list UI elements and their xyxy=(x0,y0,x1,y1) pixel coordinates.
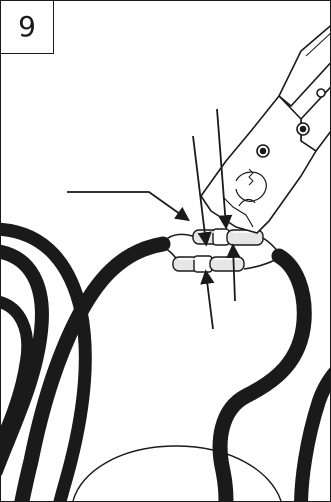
step-number-box: 9 xyxy=(1,1,54,54)
cable-left-coil-1 xyxy=(1,244,49,476)
connector-bottom xyxy=(172,255,245,273)
cable-left-coil-3 xyxy=(1,222,92,501)
pointer-arrow xyxy=(67,191,190,222)
arrow-up-2 xyxy=(226,243,241,302)
tool-head xyxy=(200,95,317,234)
cable-left-coil-2 xyxy=(1,296,34,455)
arrows xyxy=(67,108,241,330)
floor-ellipse xyxy=(72,445,282,501)
cable-right-tail xyxy=(294,367,330,501)
step-number: 9 xyxy=(18,10,36,43)
arrow-up-1 xyxy=(200,269,215,330)
cable-right-main xyxy=(212,248,312,501)
cable-left-main xyxy=(14,236,171,501)
cable-icon xyxy=(1,222,330,501)
arrow-down-1 xyxy=(192,135,212,247)
arrow-down-2 xyxy=(216,108,233,230)
crimping-tool-icon xyxy=(200,25,330,234)
